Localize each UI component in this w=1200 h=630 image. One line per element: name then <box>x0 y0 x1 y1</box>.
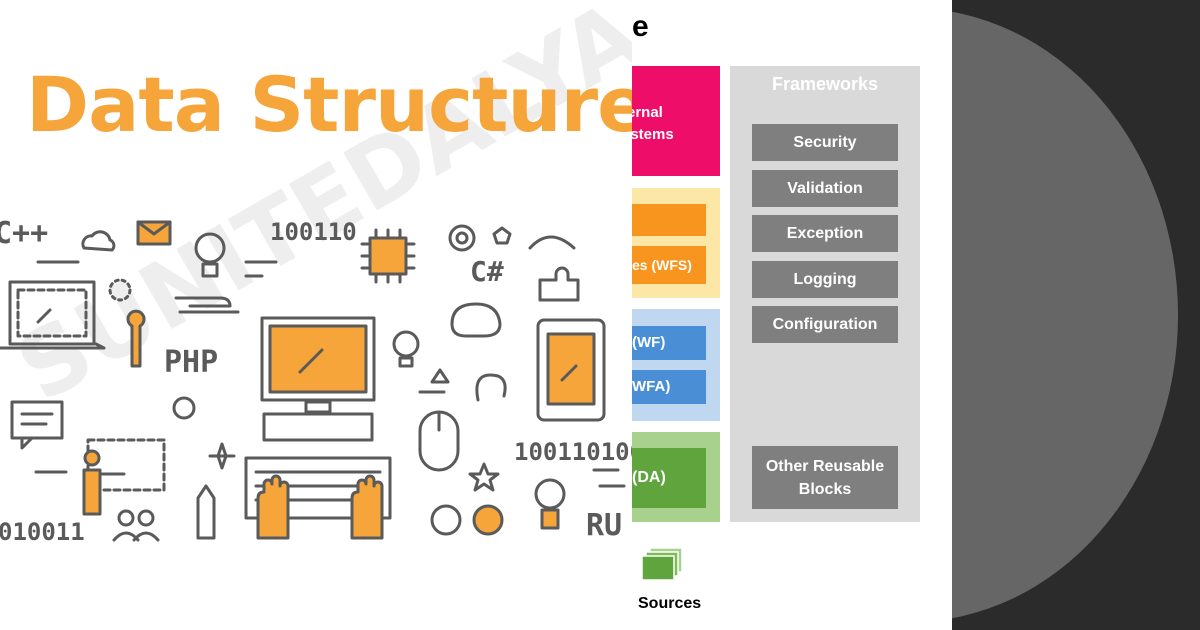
hand-icon <box>174 296 240 314</box>
architecture-slide: e ternal ystems es (WFS) (WF) WFA) (DA) … <box>632 0 952 630</box>
pencil-icon <box>196 484 216 540</box>
half-circle-decoration <box>952 8 1178 622</box>
envelope-icon <box>136 220 172 246</box>
gear-icon-bottom-2 <box>472 504 504 536</box>
lightbulb-icon-bottom <box>534 478 566 530</box>
external-systems-block: ternal ystems <box>632 66 720 176</box>
framework-item-logging: Logging <box>752 261 898 298</box>
data-structures-banner: SUNITEDALYA Data Structures C++ 100110 C… <box>0 0 632 546</box>
binary-label-bottom: 010011 <box>0 518 85 546</box>
slide-title: e <box>632 10 649 43</box>
hand-right-icon <box>350 474 384 540</box>
laptop-icon <box>0 280 106 350</box>
wfs-block-top <box>632 204 706 236</box>
puzzle-icon <box>538 266 580 302</box>
cloud-icon <box>81 230 116 252</box>
tablet-icon <box>536 318 606 422</box>
frameworks-title: Frameworks <box>771 74 879 94</box>
pentagon-icon <box>492 226 512 245</box>
sparkle-icon <box>208 442 236 470</box>
binary-label-top: 100110 <box>270 218 357 246</box>
external-systems-line-1: ternal <box>632 104 663 121</box>
hand-left-icon <box>256 474 290 540</box>
wf-block: (WF) <box>632 326 706 360</box>
chip-icon <box>360 228 416 284</box>
wfa-block: WFA) <box>632 370 706 404</box>
gear-icon <box>448 224 476 252</box>
swirl-icon <box>475 373 507 402</box>
other-reusable-line-1: Other Reusable <box>765 458 885 475</box>
group-icon <box>112 509 160 542</box>
sources-stack-icon <box>642 548 683 581</box>
dotted-circle-icon <box>108 278 132 302</box>
other-reusable-line-2: Blocks <box>798 481 852 498</box>
user-icon <box>82 438 166 516</box>
decorative-dashes <box>34 260 626 488</box>
gear-icon-small <box>172 396 196 420</box>
banner-title: Data Structures <box>26 60 632 149</box>
lightbulb-icon <box>194 232 226 278</box>
php-label: PHP <box>164 345 219 380</box>
dark-background-panel <box>952 0 1200 630</box>
framework-item-other-reusable-blocks: Other Reusable Blocks <box>752 446 898 509</box>
brain-icon <box>450 302 502 338</box>
framework-item-validation: Validation <box>752 170 898 207</box>
gear-icon-bottom-1 <box>430 504 462 536</box>
tech-icons-illustration <box>0 220 626 542</box>
wfs-block: es (WFS) <box>632 246 706 284</box>
ru-label: RU <box>586 508 623 543</box>
external-systems-line-2: ystems <box>632 126 674 143</box>
cpp-label: C++ <box>0 216 49 251</box>
sources-label: Sources <box>638 595 702 612</box>
small-bulb-icon <box>392 330 420 368</box>
chat-icon <box>10 400 64 450</box>
monitor-icon <box>260 316 376 442</box>
framework-item-security: Security <box>752 124 898 161</box>
star-icon <box>468 462 500 492</box>
frameworks-panel: Frameworks Security Validation Exception… <box>730 66 920 522</box>
mouse-icon <box>418 410 460 472</box>
framework-item-configuration: Configuration <box>752 306 898 343</box>
triangle-icon <box>430 368 450 384</box>
headset-icon <box>528 235 576 250</box>
wrench-icon <box>126 309 146 368</box>
da-block: (DA) <box>632 448 706 508</box>
csharp-label: C# <box>470 255 504 288</box>
framework-item-exception: Exception <box>752 215 898 252</box>
